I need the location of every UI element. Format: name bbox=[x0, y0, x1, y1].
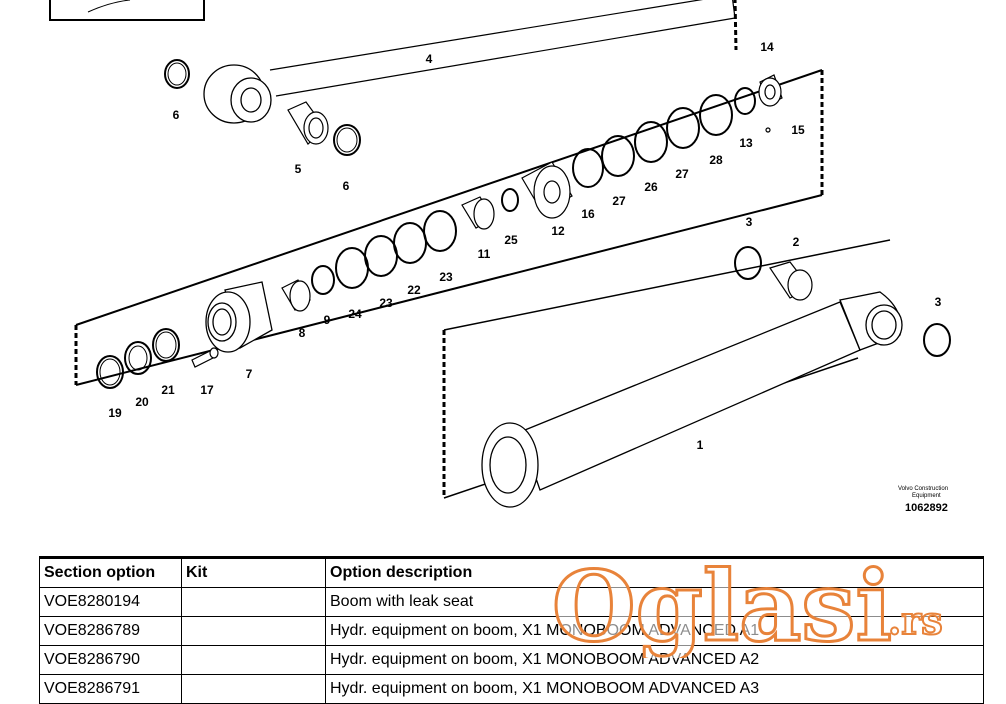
part-number-label: 23 bbox=[379, 296, 393, 310]
section-options-table: Section option Kit Option description VO… bbox=[39, 556, 984, 704]
part-number-label: 26 bbox=[644, 180, 658, 194]
bushing-11 bbox=[461, 196, 495, 230]
ring-6a bbox=[164, 59, 190, 89]
rod-eye bbox=[203, 64, 272, 124]
bolt-17 bbox=[191, 347, 219, 368]
cell-kit bbox=[181, 616, 326, 646]
diagram-reference-number: 1062892 bbox=[905, 502, 948, 514]
part-number-label: 27 bbox=[612, 194, 626, 208]
header-kit: Kit bbox=[181, 556, 326, 588]
cell-section-option: VOE8286789 bbox=[39, 616, 182, 646]
credit-line-2: Equipment bbox=[912, 493, 941, 499]
part-number-label: 9 bbox=[324, 313, 331, 327]
tube-bushing-2 bbox=[769, 261, 813, 301]
part-number-label: 28 bbox=[709, 153, 723, 167]
cell-section-option: VOE8280194 bbox=[39, 587, 182, 617]
part-number-label: 11 bbox=[478, 247, 491, 261]
nut-14 bbox=[758, 74, 783, 133]
part-number-label: 16 bbox=[581, 207, 595, 221]
part-number-labels: 1233456678911121314151617192021222323242… bbox=[108, 40, 941, 452]
part-number-label: 19 bbox=[108, 406, 122, 420]
bushing-5 bbox=[287, 101, 329, 145]
part-number-label: 8 bbox=[299, 326, 306, 340]
part-number-label: 13 bbox=[739, 136, 753, 150]
part-number-label: 12 bbox=[551, 224, 565, 238]
part-number-label: 2 bbox=[793, 235, 800, 249]
header-section-option: Section option bbox=[39, 556, 182, 588]
inset-box bbox=[49, 0, 205, 21]
seal-rings bbox=[96, 87, 756, 389]
part-number-label: 6 bbox=[343, 179, 350, 193]
part-number-label: 20 bbox=[135, 395, 149, 409]
bushing-8 bbox=[281, 279, 311, 312]
table-row: VOE8286791 Hydr. equipment on boom, X1 M… bbox=[39, 674, 984, 704]
header-option-description: Option description bbox=[325, 556, 984, 588]
part-number-label: 24 bbox=[348, 307, 362, 321]
part-number-label: 14 bbox=[760, 40, 774, 54]
ring-6b bbox=[333, 124, 361, 156]
dashed-bracket-rod bbox=[733, 0, 738, 51]
cell-option-description: Hydr. equipment on boom, X1 MONOBOOM ADV… bbox=[325, 616, 984, 646]
exploded-parts-diagram: 1233456678911121314151617192021222323242… bbox=[49, 0, 951, 514]
part-number-label: 6 bbox=[173, 108, 180, 122]
cell-section-option: VOE8286790 bbox=[39, 645, 182, 675]
part-number-label: 3 bbox=[935, 295, 942, 309]
cell-option-description: Hydr. equipment on boom, X1 MONOBOOM ADV… bbox=[325, 674, 984, 704]
piston-rod bbox=[269, 0, 736, 97]
cell-option-description: Boom with leak seat bbox=[325, 587, 984, 617]
part-number-label: 27 bbox=[675, 167, 689, 181]
cell-kit bbox=[181, 645, 326, 675]
cell-option-description: Hydr. equipment on boom, X1 MONOBOOM ADV… bbox=[325, 645, 984, 675]
table-row: VOE8286789 Hydr. equipment on boom, X1 M… bbox=[39, 616, 984, 646]
cylinder-head-7 bbox=[205, 281, 273, 353]
tube-rings-3 bbox=[734, 246, 951, 357]
dashed-frame-rod-assembly bbox=[75, 69, 823, 326]
cell-section-option: VOE8286791 bbox=[39, 674, 182, 704]
tube-frame-top bbox=[443, 239, 891, 331]
part-number-label: 21 bbox=[161, 383, 175, 397]
table-row: VOE8286790 Hydr. equipment on boom, X1 M… bbox=[39, 645, 984, 675]
table-header-row: Section option Kit Option description bbox=[39, 556, 984, 588]
piston-12 bbox=[521, 161, 573, 219]
cylinder-tube-1 bbox=[481, 291, 903, 508]
part-number-label: 22 bbox=[407, 283, 421, 297]
cell-kit bbox=[181, 587, 326, 617]
part-number-label: 15 bbox=[791, 123, 805, 137]
part-number-label: 23 bbox=[439, 270, 453, 284]
part-number-label: 5 bbox=[295, 162, 302, 176]
credit-line-1: Volvo Construction bbox=[898, 486, 948, 492]
part-number-label: 17 bbox=[200, 383, 214, 397]
part-number-label: 1 bbox=[697, 438, 704, 452]
part-number-label: 25 bbox=[504, 233, 518, 247]
table-row: VOE8280194 Boom with leak seat bbox=[39, 587, 984, 617]
part-number-label: 7 bbox=[246, 367, 253, 381]
part-number-label: 4 bbox=[426, 52, 433, 66]
cell-kit bbox=[181, 674, 326, 704]
dashed-frame-bottom bbox=[75, 194, 823, 386]
part-number-label: 3 bbox=[746, 215, 753, 229]
